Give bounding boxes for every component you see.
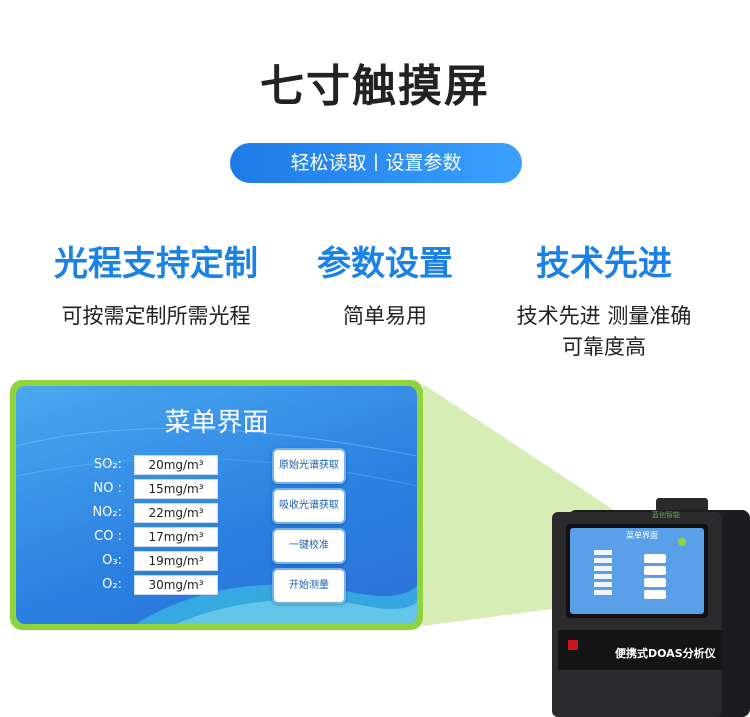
feature-desc: 可按需定制所需光程 — [61, 304, 251, 328]
feature-heading: 光程支持定制 — [54, 244, 258, 284]
raw-spectrum-button[interactable]: 原始光谱获取 — [272, 448, 346, 484]
reading-value: 15mg/m³ — [134, 479, 218, 499]
feature-desc-line1: 技术先进 测量准确 — [516, 304, 692, 328]
device-brand: 蓝创智能 — [652, 511, 680, 519]
feature-heading: 技术先进 — [536, 244, 672, 284]
feature-desc: 技术先进 测量准确 可靠度高 — [490, 301, 718, 363]
feature-desc: 简单易用 — [343, 304, 427, 328]
menu-screen: 菜单界面 SO₂: 20mg/m³ NO : 15mg/m³ NO₂: 22mg… — [16, 386, 417, 624]
reading-value: 22mg/m³ — [134, 503, 218, 523]
device-label: 便携式DOAS分析仪 — [615, 647, 716, 660]
feature-desc-line2: 可靠度高 — [562, 335, 646, 359]
feature-custom-path: 光程支持定制 可按需定制所需光程 — [38, 236, 274, 332]
reading-label: NO₂: — [92, 505, 122, 520]
start-measure-button[interactable]: 开始测量 — [272, 568, 346, 604]
reading-label: NO : — [93, 481, 122, 496]
absorption-spectrum-button[interactable]: 吸收光谱获取 — [272, 488, 346, 524]
subtitle-pill: 轻松读取丨设置参数 — [230, 143, 522, 183]
menu-title: 菜单界面 — [164, 408, 269, 438]
one-click-calibrate-button[interactable]: 一键校准 — [272, 528, 346, 564]
doas-analyzer-device — [552, 498, 750, 717]
reading-value: 17mg/m³ — [134, 527, 218, 547]
reading-value: 19mg/m³ — [134, 551, 218, 571]
feature-advanced-tech: 技术先进 技术先进 测量准确 可靠度高 — [490, 236, 718, 363]
device-screen-title: 菜单界面 — [626, 531, 658, 540]
feature-param-settings: 参数设置 简单易用 — [300, 236, 470, 332]
reading-value: 30mg/m³ — [134, 575, 218, 595]
menu-screen-frame: 菜单界面 SO₂: 20mg/m³ NO : 15mg/m³ NO₂: 22mg… — [10, 380, 423, 630]
reading-label: CO : — [94, 529, 122, 544]
page-title: 七寸触摸屏 — [260, 61, 490, 112]
reading-label: O₃: — [102, 553, 122, 568]
reading-value: 20mg/m³ — [134, 455, 218, 475]
reading-label: SO₂: — [93, 457, 122, 472]
reading-label: O₂: — [102, 577, 122, 592]
feature-heading: 参数设置 — [317, 244, 453, 284]
